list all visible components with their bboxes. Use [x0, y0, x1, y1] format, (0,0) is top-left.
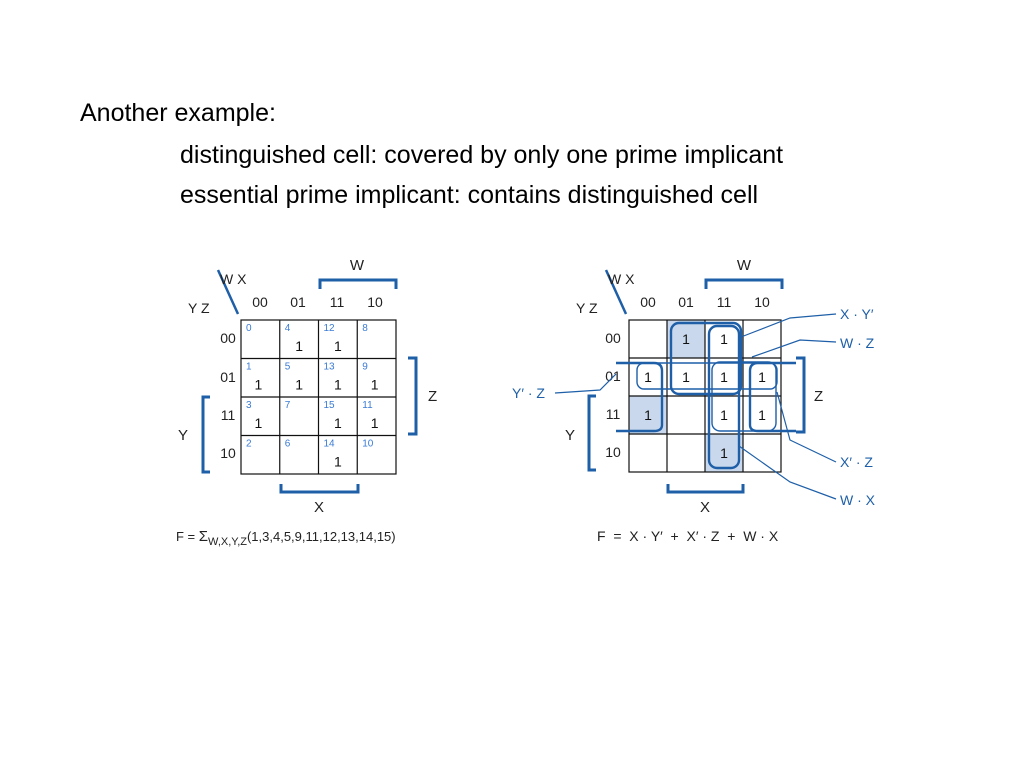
left-cell-one: 1 — [334, 377, 342, 393]
left-col-vars: W X — [220, 271, 247, 287]
left-col-label-11: 11 — [330, 294, 345, 310]
right-row-label-00: 00 — [605, 330, 621, 346]
label-w-z: W · Z — [840, 335, 875, 351]
loop-w-x — [707, 324, 741, 470]
right-col-vars: W X — [608, 271, 635, 287]
right-cell-one: 1 — [720, 407, 728, 423]
right-col-label-10: 10 — [754, 294, 770, 310]
loop-yprime-z-right — [748, 361, 796, 433]
left-minterm-index: 14 — [324, 439, 336, 450]
left-w-bracket — [318, 278, 398, 289]
left-cell-one: 1 — [295, 338, 303, 354]
loop-w-z — [711, 361, 777, 432]
leader-w-z — [751, 339, 837, 358]
leader-w-x — [738, 445, 837, 500]
left-minterm-index: 15 — [324, 400, 336, 411]
left-minterm-index: 2 — [246, 439, 252, 450]
label-yprime-z: Y′ · Z — [512, 385, 545, 401]
right-w-bracket — [704, 278, 784, 289]
left-cell-one: 1 — [334, 454, 342, 470]
left-minterm-index: 0 — [246, 323, 252, 334]
right-row-label-11: 11 — [606, 406, 621, 422]
loop-yprime-z-left — [616, 361, 664, 433]
left-y-bracket — [201, 395, 210, 474]
right-cell-one: 1 — [720, 369, 728, 385]
left-minterm-index: 12 — [324, 323, 336, 334]
right-col-label-01: 01 — [678, 294, 694, 310]
loop-x-yprime — [669, 321, 743, 396]
left-minterm-index: 4 — [285, 323, 291, 334]
left-row-label-01: 01 — [220, 369, 236, 385]
left-minterm-index: 6 — [285, 439, 291, 450]
left-z-bracket — [408, 356, 418, 436]
leader-yprime-z — [554, 373, 617, 394]
left-w-label: W — [350, 257, 365, 274]
left-cell-one: 1 — [334, 415, 342, 431]
right-z-label: Z — [814, 388, 823, 405]
left-minterm-index: 7 — [285, 400, 291, 411]
right-cell-one: 1 — [644, 369, 652, 385]
left-y-label: Y — [178, 427, 188, 444]
left-col-label-00: 00 — [252, 294, 268, 310]
right-cell-one: 1 — [682, 369, 690, 385]
right-x-label: X — [700, 499, 710, 516]
right-cell-one: 1 — [758, 407, 766, 423]
right-cell-one: 1 — [720, 331, 728, 347]
left-minterm-index: 13 — [324, 362, 336, 373]
left-row-label-10: 10 — [220, 445, 236, 461]
left-cell-one: 1 — [255, 415, 263, 431]
right-cell-one: 1 — [720, 445, 728, 461]
right-y-label: Y — [565, 427, 575, 444]
left-row-label-11: 11 — [221, 407, 236, 423]
left-cell-one: 1 — [255, 377, 263, 393]
left-cell-one: 1 — [334, 338, 342, 354]
right-x-bracket — [666, 484, 745, 494]
right-y-bracket — [587, 394, 596, 472]
label-x-yprime: X · Y′ — [840, 306, 874, 322]
right-w-label: W — [737, 257, 752, 274]
leader-x-yprime — [740, 313, 837, 338]
heading: Another example: — [80, 99, 276, 127]
loop-xprime-z-row — [636, 362, 778, 390]
right-z-bracket — [796, 356, 806, 434]
left-x-label: X — [314, 499, 324, 516]
left-minterm-index: 9 — [362, 362, 368, 373]
left-corner-diagonal — [216, 269, 240, 315]
right-cell-one: 1 — [682, 331, 690, 347]
right-corner-diagonal — [604, 269, 628, 315]
left-minterm-index: 11 — [362, 400, 373, 411]
left-cell-one: 1 — [295, 377, 303, 393]
definition-essential-prime-implicant: essential prime implicant: contains dist… — [180, 181, 759, 209]
right-row-label-10: 10 — [605, 444, 621, 460]
left-x-bracket — [279, 484, 360, 494]
right-col-label-11: 11 — [717, 294, 732, 310]
left-col-label-10: 10 — [367, 294, 383, 310]
right-cell-one: 1 — [758, 369, 766, 385]
left-col-label-01: 01 — [290, 294, 306, 310]
left-z-label: Z — [428, 388, 437, 405]
left-minterm-index: 1 — [246, 362, 252, 373]
leader-xprime-z — [776, 391, 837, 463]
left-cell-one: 1 — [371, 415, 379, 431]
right-col-label-00: 00 — [640, 294, 656, 310]
right-formula: F = X · Y′ + X′ · Z + W · X — [597, 528, 779, 544]
label-w-x: W · X — [840, 492, 876, 508]
right-row-vars: Y Z — [576, 300, 598, 316]
left-cell-one: 1 — [371, 377, 379, 393]
left-minterm-index: 10 — [362, 439, 374, 450]
left-minterm-index: 8 — [362, 323, 368, 334]
left-row-vars: Y Z — [188, 300, 210, 316]
left-row-label-00: 00 — [220, 330, 236, 346]
left-minterm-index: 5 — [285, 362, 291, 373]
label-xprime-z: X′ · Z — [840, 454, 873, 470]
right-cell-one: 1 — [644, 407, 652, 423]
definition-distinguished-cell: distinguished cell: covered by only one … — [180, 141, 784, 169]
left-minterm-index: 3 — [246, 400, 252, 411]
left-formula: F = ΣW,X,Y,Z(1,3,4,5,9,11,12,13,14,15) — [176, 528, 396, 548]
